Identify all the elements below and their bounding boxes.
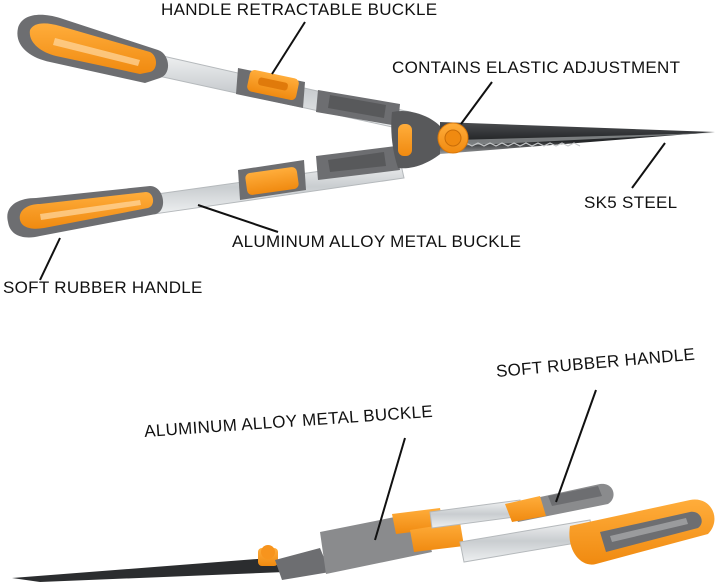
elastic-adjustment-knob bbox=[437, 122, 469, 154]
lower-retractable-buckle bbox=[238, 160, 306, 200]
label-sk5-steel: SK5 STEEL bbox=[584, 193, 678, 212]
bottom-blade bbox=[12, 558, 285, 582]
label-contains-elastic-adjustment: CONTAINS ELASTIC ADJUSTMENT bbox=[392, 58, 681, 77]
sk5-steel-blades bbox=[440, 122, 715, 154]
upper-collar bbox=[316, 90, 400, 126]
label-aluminum-alloy-metal-buckle-top: ALUMINUM ALLOY METAL BUCKLE bbox=[232, 232, 522, 251]
label-handle-retractable-buckle: HANDLE RETRACTABLE BUCKLE bbox=[161, 0, 438, 19]
bottom-shears bbox=[12, 389, 715, 582]
top-shears bbox=[7, 14, 715, 281]
label-soft-rubber-handle-top: SOFT RUBBER HANDLE bbox=[3, 278, 203, 297]
bottom-upper-grip bbox=[505, 483, 614, 522]
bottom-adjustment-knob bbox=[258, 545, 278, 566]
callout-lines-top bbox=[39, 21, 666, 281]
lower-collar bbox=[316, 146, 400, 180]
shears-head bbox=[391, 110, 445, 169]
upper-soft-rubber-grip bbox=[17, 14, 169, 84]
bottom-head bbox=[275, 548, 330, 580]
lower-soft-rubber-grip bbox=[7, 186, 164, 238]
upper-retractable-buckle bbox=[236, 68, 305, 108]
callout-lines-bottom bbox=[374, 389, 597, 541]
bottom-lower-grip bbox=[569, 499, 715, 565]
